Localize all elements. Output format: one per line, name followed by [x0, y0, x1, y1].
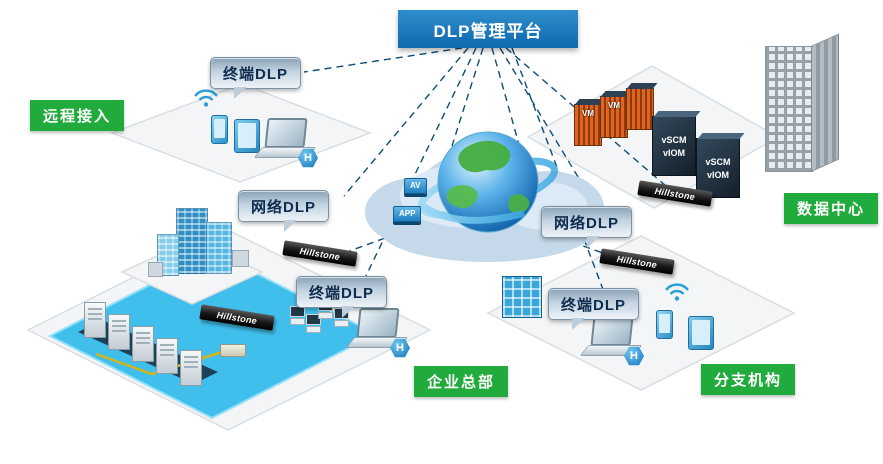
zone-label-text: 分支机构: [714, 372, 783, 389]
callout-label: 终端DLP: [561, 296, 627, 314]
zone-label-headquarters: 企业总部: [414, 366, 509, 397]
zone-label-datacenter: 数据中心: [784, 193, 879, 224]
smartphone-remote: [211, 115, 228, 144]
dlp-platform-banner: DLP管理平台: [398, 10, 578, 48]
callout-label: 网络DLP: [554, 214, 620, 232]
h-badge-letter: H: [396, 342, 404, 354]
av-badge-label: AV: [410, 181, 421, 190]
hq-building-block: [232, 250, 249, 267]
laptop-screen: [264, 118, 308, 148]
globe-graphic: [417, 131, 559, 233]
server-cabinet: [180, 350, 202, 386]
office-building-side: [811, 33, 839, 172]
internet-globe: [413, 118, 563, 258]
server-cabinet: [156, 338, 178, 374]
callout-label: 终端DLP: [309, 284, 375, 302]
viom-label: vIOM: [662, 147, 685, 158]
hillstone-h-badge: H: [624, 346, 644, 366]
pc-tower: [334, 320, 349, 327]
vscm-label: vSCM: [705, 156, 731, 167]
tablet-branch: [688, 316, 714, 350]
callout-label: 终端DLP: [223, 65, 289, 83]
laptop-screen: [590, 316, 634, 346]
laptop-screen: [356, 308, 400, 338]
server-cabinet: [132, 326, 154, 362]
callout-network-dlp-right: 网络DLP: [541, 206, 633, 248]
hq-building-block: [148, 262, 163, 277]
h-badge-letter: H: [304, 152, 312, 164]
server-cabinet: [84, 302, 106, 338]
vm-server-2: VM: [600, 96, 628, 138]
vscm-viom-server-1: vSCM vIOM: [652, 116, 696, 176]
tablet-remote: [234, 119, 260, 153]
pc-screen: [306, 314, 321, 325]
callout-network-dlp-left: 网络DLP: [238, 190, 330, 232]
server-cabinet: [108, 314, 130, 350]
lan-switch: [220, 344, 246, 357]
vscm-label: vSCM: [661, 134, 687, 145]
app-badge: APP: [393, 206, 422, 222]
callout-terminal-dlp-branch: 终端DLP: [548, 288, 640, 330]
callout-label: 网络DLP: [251, 198, 317, 216]
smartphone-branch: [656, 310, 673, 339]
pc-tower: [306, 326, 321, 333]
hillstone-h-badge: H: [298, 148, 318, 168]
hq-building-small: [157, 234, 179, 276]
zone-label-text: 数据中心: [797, 201, 866, 218]
vm-server-1: VM: [574, 104, 602, 146]
zone-label-remote-access: 远程接入: [30, 100, 125, 131]
h-badge-letter: H: [630, 350, 638, 362]
dlp-platform-title: DLP管理平台: [433, 21, 543, 41]
hq-building-tall: [176, 208, 208, 274]
vm-server-label: VM: [608, 101, 620, 110]
viom-label: vIOM: [706, 169, 729, 180]
branch-storage-cube: [502, 276, 542, 318]
vscm-viom-server-2: vSCM vIOM: [696, 138, 740, 198]
zone-label-branch: 分支机构: [701, 364, 796, 395]
hillstone-h-badge: H: [390, 338, 410, 358]
callout-terminal-dlp-remote: 终端DLP: [210, 57, 302, 99]
hq-building-medium: [206, 222, 232, 274]
callout-terminal-dlp-hq: 终端DLP: [296, 276, 388, 318]
wifi-signal-icon: [664, 282, 690, 307]
platform-branch: [486, 235, 796, 391]
pc-tower: [318, 312, 333, 319]
pc-tower: [290, 318, 305, 325]
av-badge: AV: [404, 178, 427, 194]
app-badge-label: APP: [399, 209, 416, 218]
desktop-pc: [306, 314, 321, 333]
vm-server-label: VM: [582, 109, 594, 118]
vm-server-3: [626, 88, 654, 130]
laptop-remote: H: [253, 118, 318, 168]
laptop-hq: H: [345, 308, 410, 358]
office-building-front: [765, 46, 813, 172]
desktop-pc: [290, 306, 305, 325]
zone-label-text: 企业总部: [427, 374, 496, 391]
wifi-signal-icon: [193, 88, 219, 113]
zone-label-text: 远程接入: [43, 108, 112, 125]
laptop-branch: H: [579, 316, 644, 366]
